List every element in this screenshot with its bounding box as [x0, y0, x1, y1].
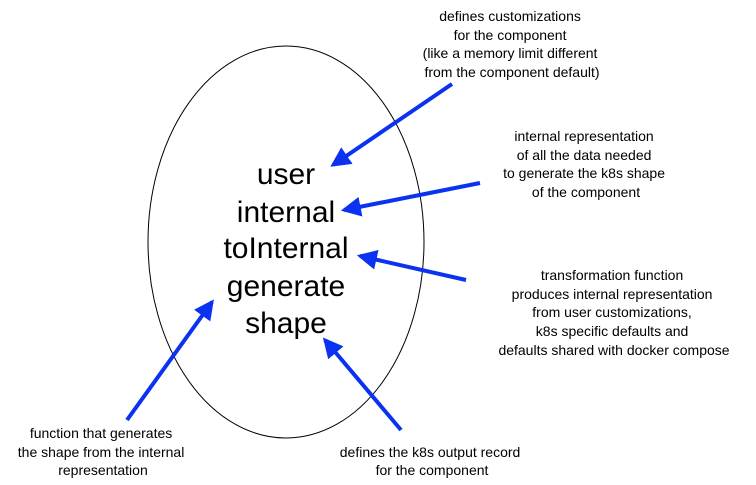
note-internal: internal representation of all the data …	[503, 128, 669, 200]
note-internal-line-2: of all the data needed	[517, 147, 652, 163]
note-shape-line-1: defines the k8s output record	[340, 444, 521, 460]
note-generate-line-3: representation	[58, 462, 148, 478]
term-shape: shape	[245, 307, 327, 340]
term-user: user	[257, 158, 315, 191]
note-user-line-3: (like a memory limit different	[423, 45, 598, 61]
note-to-internal-line-1: transformation function	[541, 267, 683, 283]
term-internal: internal	[237, 196, 335, 229]
note-internal-line-4: of the component	[532, 184, 640, 200]
arrow-to-user	[330, 82, 454, 167]
note-internal-line-3: to generate the k8s shape	[503, 165, 665, 181]
note-to-internal-line-4: k8s specific defaults and	[536, 323, 689, 339]
arrow-to-to-internal	[356, 249, 467, 282]
note-shape: defines the k8s output record for the co…	[340, 444, 524, 478]
term-generate: generate	[227, 270, 345, 303]
note-to-internal-line-3: from user customizations,	[532, 304, 692, 320]
note-user-line-2: for the component	[454, 27, 567, 43]
term-to-internal: toInternal	[223, 232, 348, 265]
note-user-line-4: from the component default)	[424, 64, 599, 80]
note-to-internal-line-5: defaults shared with docker compose	[498, 342, 729, 358]
note-generate-line-1: function that generates	[30, 425, 172, 441]
note-to-internal-line-2: produces internal representation	[512, 286, 713, 302]
component-ellipse	[147, 45, 425, 439]
arrow-to-internal	[340, 181, 481, 217]
note-shape-line-2: for the component	[376, 462, 489, 478]
note-generate-line-2: the shape from the internal	[18, 444, 185, 460]
arrow-to-shape	[322, 337, 403, 432]
note-internal-line-1: internal representation	[514, 128, 653, 144]
note-generate: function that generates the shape from t…	[18, 425, 188, 478]
note-user: defines customizations for the component…	[423, 8, 602, 80]
arrow-to-generate	[125, 299, 214, 422]
note-to-internal: transformation function produces interna…	[498, 267, 729, 358]
note-user-line-1: defines customizations	[439, 8, 581, 24]
